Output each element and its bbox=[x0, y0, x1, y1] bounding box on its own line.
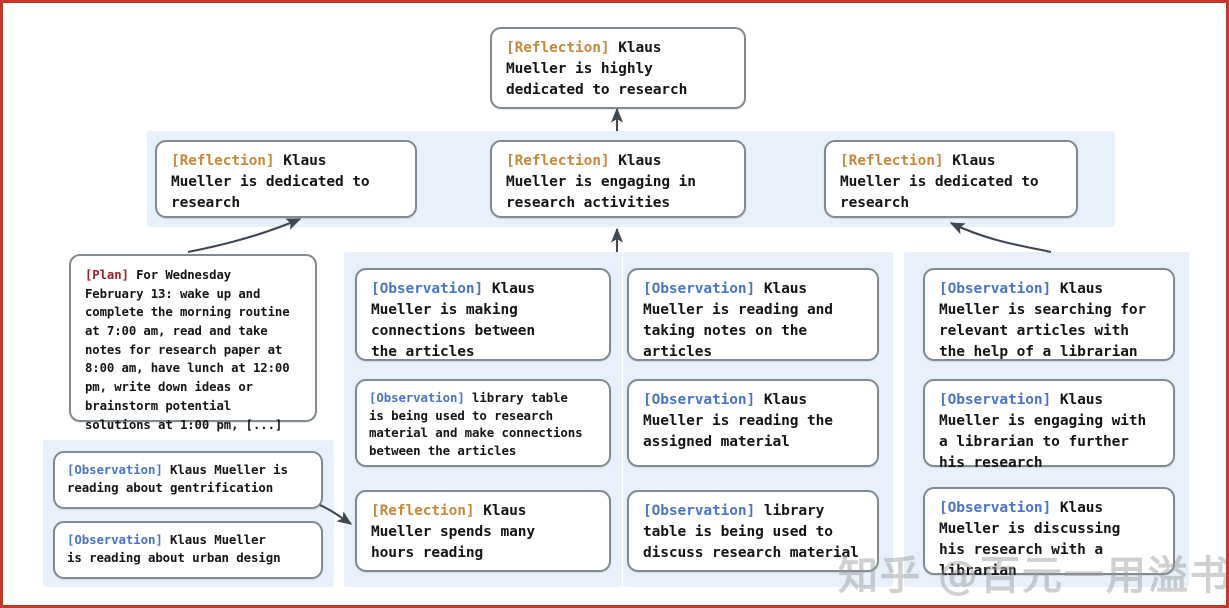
observation-text: library table is being used to research … bbox=[369, 390, 583, 458]
observation-text: Klaus Mueller is reading about urban des… bbox=[67, 532, 281, 565]
observation-tag: [Observation] bbox=[67, 532, 163, 547]
reflection-tag: [Reflection] bbox=[371, 503, 475, 519]
plan-text: For Wednesday February 13: wake up and c… bbox=[85, 268, 290, 432]
observation-tag: [Observation] bbox=[643, 392, 756, 408]
reflection-tag: [Reflection] bbox=[506, 153, 610, 169]
observation-tag: [Observation] bbox=[371, 281, 484, 297]
observation-tag: [Observation] bbox=[369, 390, 465, 405]
reflection-text: Klaus Mueller is dedicated to research bbox=[171, 153, 370, 211]
reflection-node-middle[interactable]: [Reflection] Klaus Mueller is engaging i… bbox=[490, 140, 746, 218]
left-observation-node-1[interactable]: [Observation] Klaus Mueller is reading a… bbox=[53, 451, 323, 509]
column-three-node-3[interactable]: [Observation] library table is being use… bbox=[627, 490, 879, 572]
arrow-col-four-to-right-reflection bbox=[949, 222, 1052, 254]
left-observation-node-2[interactable]: [Observation] Klaus Mueller is reading a… bbox=[53, 521, 323, 579]
root-reflection-node[interactable]: [Reflection] Klaus Mueller is highly ded… bbox=[490, 27, 746, 109]
observation-text: Klaus Mueller is engaging with a librari… bbox=[939, 392, 1147, 471]
column-four-node-3[interactable]: [Observation] Klaus Mueller is discussin… bbox=[923, 487, 1175, 579]
reflection-tag: [Reflection] bbox=[171, 153, 275, 169]
observation-tag: [Observation] bbox=[643, 281, 756, 297]
root-reflection-text: Klaus Mueller is highly dedicated to res… bbox=[506, 40, 688, 98]
reflection-text: Klaus Mueller spends many hours reading bbox=[371, 503, 535, 561]
reflection-tag: [Reflection] bbox=[840, 153, 944, 169]
observation-text: Klaus Mueller is reading and taking note… bbox=[643, 281, 833, 360]
observation-tag: [Observation] bbox=[643, 503, 756, 519]
column-two-node-1[interactable]: [Observation] Klaus Mueller is making co… bbox=[355, 268, 611, 361]
reflection-node-right[interactable]: [Reflection] Klaus Mueller is dedicated … bbox=[824, 140, 1078, 218]
reflection-text: Klaus Mueller is engaging in research ac… bbox=[506, 153, 696, 211]
reflection-tag: [Reflection] bbox=[506, 40, 610, 56]
plan-node[interactable]: [Plan] For Wednesday February 13: wake u… bbox=[69, 254, 317, 432]
column-three-node-2[interactable]: [Observation] Klaus Mueller is reading t… bbox=[627, 379, 879, 467]
observation-tag: [Observation] bbox=[939, 500, 1052, 516]
column-three-node-1[interactable]: [Observation] Klaus Mueller is reading a… bbox=[627, 268, 879, 361]
plan-tag: [Plan] bbox=[85, 268, 129, 282]
observation-text: library table is being used to discuss r… bbox=[643, 503, 859, 561]
column-two-node-2[interactable]: [Observation] library table is being use… bbox=[355, 379, 611, 467]
observation-text: Klaus Mueller is discussing his research… bbox=[939, 500, 1121, 579]
observation-text: Klaus Mueller is reading the assigned ma… bbox=[643, 392, 833, 450]
reflection-node-left[interactable]: [Reflection] Klaus Mueller is dedicated … bbox=[155, 140, 417, 218]
reflection-text: Klaus Mueller is dedicated to research bbox=[840, 153, 1039, 211]
observation-tag: [Observation] bbox=[939, 392, 1052, 408]
observation-text: Klaus Mueller is making connections betw… bbox=[371, 281, 535, 360]
column-two-node-3[interactable]: [Reflection] Klaus Mueller spends many h… bbox=[355, 490, 611, 572]
observation-text: Klaus Mueller is searching for relevant … bbox=[939, 281, 1147, 360]
column-four-node-1[interactable]: [Observation] Klaus Mueller is searching… bbox=[923, 268, 1175, 361]
observation-tag: [Observation] bbox=[939, 281, 1052, 297]
column-four-node-2[interactable]: [Observation] Klaus Mueller is engaging … bbox=[923, 379, 1175, 471]
observation-tag: [Observation] bbox=[67, 462, 163, 477]
watermark: 知乎 @百元一用溢书生 bbox=[838, 553, 1229, 599]
observation-text: Klaus Mueller is reading about gentrific… bbox=[67, 462, 288, 495]
